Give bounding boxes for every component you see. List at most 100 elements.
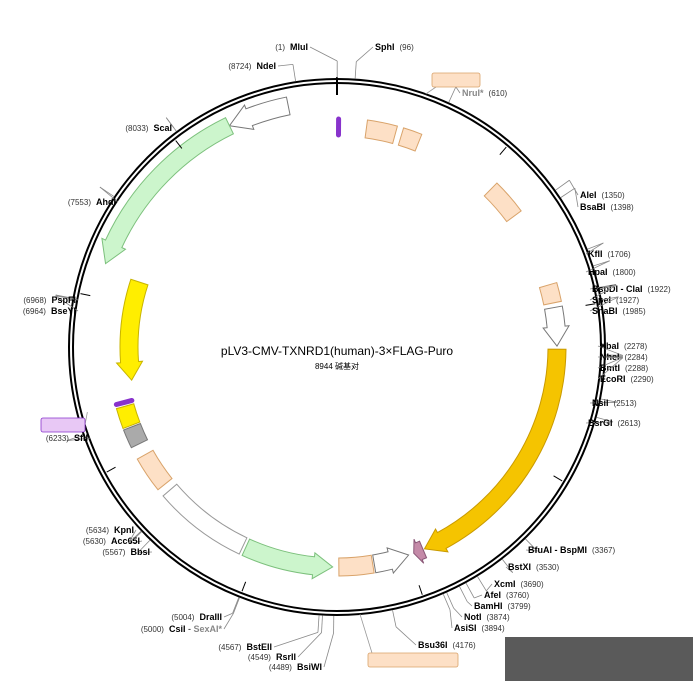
site-position: (610) (489, 89, 508, 98)
restriction-site-rsrii: (4549) RsrII (248, 652, 296, 662)
restriction-site-nsii: NsiI (2513) (592, 398, 637, 408)
restriction-site-sphi: SphI (96) (375, 42, 414, 52)
feature-ampr (101, 116, 235, 265)
site-name: PspFI (51, 295, 76, 305)
restriction-site-kpni: (5634) KpnI (86, 525, 134, 535)
site-name: DraIII (199, 612, 222, 622)
site-leader (66, 434, 83, 442)
restriction-site-ahdi: (7553) AhdI (68, 197, 116, 207)
site-position: (3530) (536, 563, 559, 572)
site-leader (309, 46, 338, 62)
site-position: (4549) (248, 653, 271, 662)
restriction-site-bsteii: (4567) BstEII (218, 642, 272, 652)
feature-puror (241, 538, 334, 580)
restriction-site-draiii: (5004) DraIII (171, 612, 222, 622)
site-position: (8724) (228, 62, 251, 71)
feature-sv40-ori (122, 422, 149, 449)
restriction-site-nrui: NruI* (610) (462, 88, 508, 98)
site-name: SpeI (592, 295, 611, 305)
site-leader (356, 46, 374, 62)
site-position: (8033) (125, 124, 148, 133)
restriction-site-xcmi: XcmI (3690) (494, 579, 544, 589)
site-name: EcoRI (600, 374, 626, 384)
site-position: (6964) (23, 307, 46, 316)
site-leader (525, 549, 538, 552)
tick-mark (585, 303, 596, 306)
site-leader (232, 597, 240, 614)
feature-ef-1-core-promoter (372, 547, 410, 575)
site-position: (2613) (618, 419, 641, 428)
site-leader (129, 540, 143, 544)
site-name: KpnI (114, 525, 134, 535)
site-leader (273, 631, 319, 648)
callout-box (367, 652, 459, 668)
site-position: (3690) (521, 580, 544, 589)
site-leader (585, 242, 604, 255)
restriction-site-sfii: (6233) SfiI (46, 433, 88, 443)
site-position: (1800) (613, 268, 636, 277)
restriction-site-snabi: SnaBI (1985) (592, 306, 646, 316)
site-name: BsrGI (588, 418, 613, 428)
restriction-site-alei: AleI (1350) (580, 190, 625, 200)
site-name: BmtI (600, 363, 620, 373)
site-leader (55, 295, 79, 312)
site-leader (597, 357, 624, 380)
site-leader (587, 242, 604, 250)
site-name: RsrII (276, 652, 296, 662)
restriction-site-bsrgi: BsrGI (2613) (588, 418, 641, 428)
site-position: (1922) (648, 285, 671, 294)
site-leader (569, 180, 579, 196)
site-leader (605, 356, 623, 359)
site-name: NdeI (256, 61, 276, 71)
site-position: (2513) (614, 399, 637, 408)
site-position: (5567) (102, 548, 125, 557)
feature-ampr-promoter (228, 96, 291, 130)
site-leader (466, 601, 473, 607)
site-leader (137, 539, 151, 553)
tick-mark (499, 146, 507, 155)
restriction-site-mlui: (1) MluI (275, 42, 308, 52)
site-position: (6233) (46, 434, 69, 443)
site-position: (96) (400, 43, 415, 52)
site-leader (589, 285, 617, 301)
site-position: (7553) (68, 198, 91, 207)
site-leader (459, 586, 468, 602)
site-leader (128, 531, 142, 544)
site-name: BstEII (246, 642, 272, 652)
plasmid-size: 8944 碱基对 (315, 361, 359, 371)
site-position: (5634) (86, 526, 109, 535)
tick-mark (553, 475, 563, 482)
site-position: (3799) (508, 602, 531, 611)
callout-leader (359, 613, 373, 654)
site-position: (1) (275, 43, 285, 52)
site-extra: SexAI* (193, 624, 222, 634)
site-leader (232, 597, 240, 614)
restriction-site-bamhi: BamHI (3799) (474, 601, 531, 611)
site-leader (453, 607, 463, 618)
restriction-site-asisi: AsiSI (3894) (454, 623, 505, 633)
site-name: BfuAI - BspMI (528, 545, 587, 555)
site-leader (589, 401, 618, 404)
site-leader (66, 437, 91, 442)
site-leader (555, 179, 570, 191)
restriction-site-bspdi-clai: BspDI - ClaI (1922) (592, 284, 671, 294)
site-leader (165, 117, 175, 129)
site-position: (2290) (631, 375, 654, 384)
restriction-site-bseyi: (6964) BseYI (23, 306, 76, 316)
restriction-site-bstxi: BstXI (3530) (508, 562, 559, 572)
site-position: (1706) (608, 250, 631, 259)
site-leader (292, 64, 296, 82)
site-leader (223, 613, 234, 630)
site-leader (128, 530, 142, 544)
restriction-site-hpai: HpaI (1800) (588, 267, 636, 277)
site-leader (354, 61, 357, 79)
site-leader (446, 592, 455, 609)
site-position: (3760) (506, 591, 529, 600)
feature-cppt-cts (538, 281, 562, 306)
site-position: (5000) (141, 625, 164, 634)
site-leader (395, 626, 417, 646)
site-name: Acc65I (111, 536, 140, 546)
site-leader (323, 632, 334, 668)
site-position: (3367) (592, 546, 615, 555)
site-position: (4567) (218, 643, 241, 652)
